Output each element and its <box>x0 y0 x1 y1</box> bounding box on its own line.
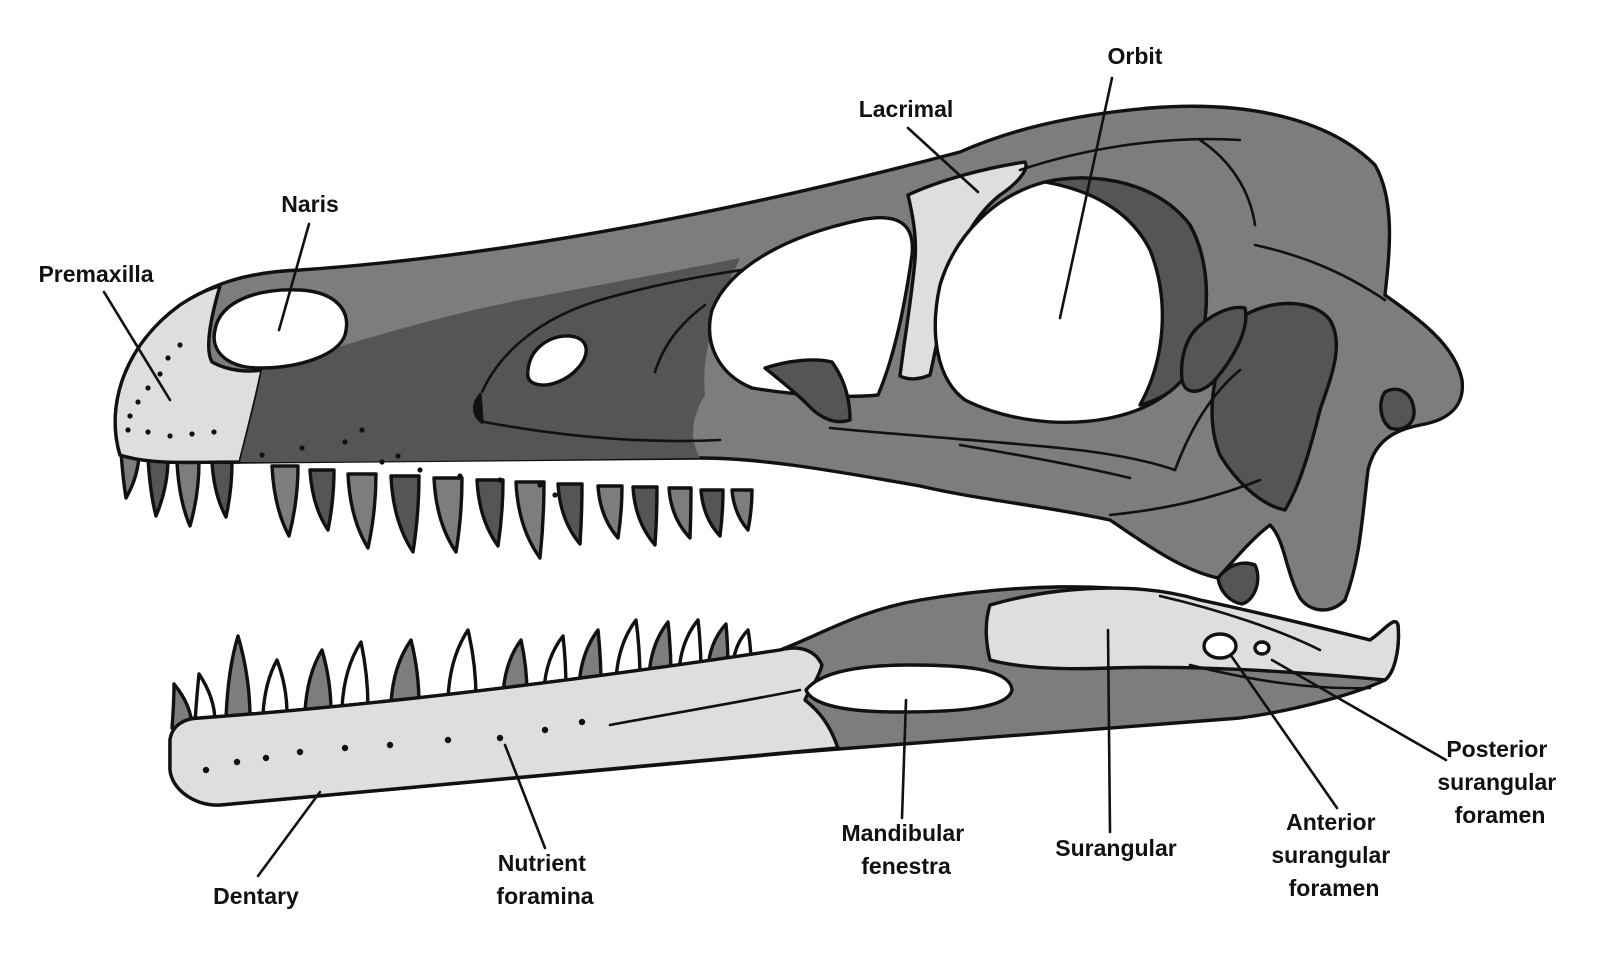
upper-tooth <box>308 468 336 532</box>
lower-tooth <box>614 618 642 682</box>
supratemporal-fenestra <box>1179 305 1248 393</box>
surangular-ridge <box>1158 594 1322 652</box>
upper-tooth <box>667 486 693 540</box>
upper-tooth <box>631 485 659 547</box>
skull-roof-line <box>1018 137 1242 172</box>
nutrient-foramina-dots <box>202 718 586 774</box>
mandible <box>168 585 1401 807</box>
jugal-line <box>828 426 1177 472</box>
lower-tooth <box>389 638 421 706</box>
lower-tooth <box>224 634 252 720</box>
label-anterior-surangular-foramen: Anterior surangular foramen <box>1271 809 1396 901</box>
dentary-groove <box>608 688 802 727</box>
antorbital-fossa <box>480 263 782 394</box>
cranium <box>113 104 1465 612</box>
mandibular-leader <box>900 698 908 820</box>
label-orbit: Orbit <box>1108 43 1163 69</box>
upper-tooth <box>730 488 754 532</box>
upper-tooth <box>175 460 201 528</box>
upper-tooth <box>556 482 584 546</box>
label-lacrimal: Lacrimal <box>859 96 954 122</box>
pterygoid-process <box>763 358 852 424</box>
label-mandibular-fenestra: Mandibular fenestra <box>841 820 970 879</box>
lower-tooth <box>446 628 478 700</box>
antorbital-fenestra <box>707 215 915 398</box>
upper-tooth <box>210 460 234 519</box>
lower-tooth <box>303 648 333 714</box>
lacrimal-leader <box>906 126 980 194</box>
angular-line <box>1188 663 1372 690</box>
maxilla-ridge <box>653 303 707 374</box>
label-naris: Naris <box>281 191 339 217</box>
quadrate-process <box>1216 561 1260 606</box>
postorbital-bar <box>1173 368 1242 472</box>
occipital-process <box>1379 387 1416 431</box>
upper-tooth <box>432 476 464 554</box>
upper-tooth <box>270 464 300 538</box>
upper-teeth <box>119 450 754 560</box>
upper-tooth <box>346 472 378 550</box>
label-dentary: Dentary <box>213 883 299 909</box>
maxilla-dark-region <box>240 258 740 462</box>
label-nutrient-foramina: Nutrient foramina <box>496 850 593 909</box>
label-surangular: Surangular <box>1055 835 1176 861</box>
naris-leader <box>277 222 311 332</box>
posterior-surangular-foramen-hole <box>1253 640 1271 656</box>
fossa-notch <box>472 393 484 424</box>
upper-tooth <box>514 480 546 560</box>
surangular-bone <box>984 586 1401 682</box>
upper-tooth <box>475 478 505 548</box>
infratemporal-fenestra <box>1210 301 1339 512</box>
lower-tooth <box>193 672 217 724</box>
premaxilla-leader <box>102 290 172 402</box>
quadratojugal-line <box>1108 478 1262 517</box>
upper-tooth <box>596 484 624 540</box>
mandibular-fenestra-opening <box>804 663 1014 714</box>
orbit-shadow <box>1043 176 1209 407</box>
antorbital-fossa-lower <box>482 420 722 443</box>
premaxilla-foramina <box>125 342 217 439</box>
lower-tooth <box>340 640 370 710</box>
maxillary-fenestra <box>526 334 588 387</box>
upper-tooth <box>146 456 170 518</box>
premaxilla-bone <box>113 284 264 465</box>
upper-tooth <box>699 488 725 538</box>
nutrient-leader <box>503 743 547 850</box>
label-premaxilla: Premaxilla <box>38 261 153 287</box>
anterior-surangular-leader <box>1230 655 1339 810</box>
label-posterior-surangular-foramen: Posterior surangular foramen <box>1437 736 1562 828</box>
jugal-line-2 <box>958 443 1132 480</box>
labels: Orbit Lacrimal Naris Premaxilla Dentary … <box>38 43 1562 909</box>
upper-tooth <box>389 474 421 554</box>
orbit-leader <box>1058 76 1114 320</box>
maxilla-foramina <box>259 427 558 498</box>
dentary-leader <box>256 790 322 878</box>
leader-lines <box>102 76 1448 878</box>
posterior-surangular-leader <box>1270 658 1448 762</box>
anterior-surangular-foramen-hole <box>1202 632 1238 660</box>
lower-tooth <box>261 658 289 716</box>
skull-roof-line-3 <box>1253 243 1387 302</box>
skull-roof-line-2 <box>1198 138 1257 227</box>
surangular-leader <box>1106 628 1112 834</box>
